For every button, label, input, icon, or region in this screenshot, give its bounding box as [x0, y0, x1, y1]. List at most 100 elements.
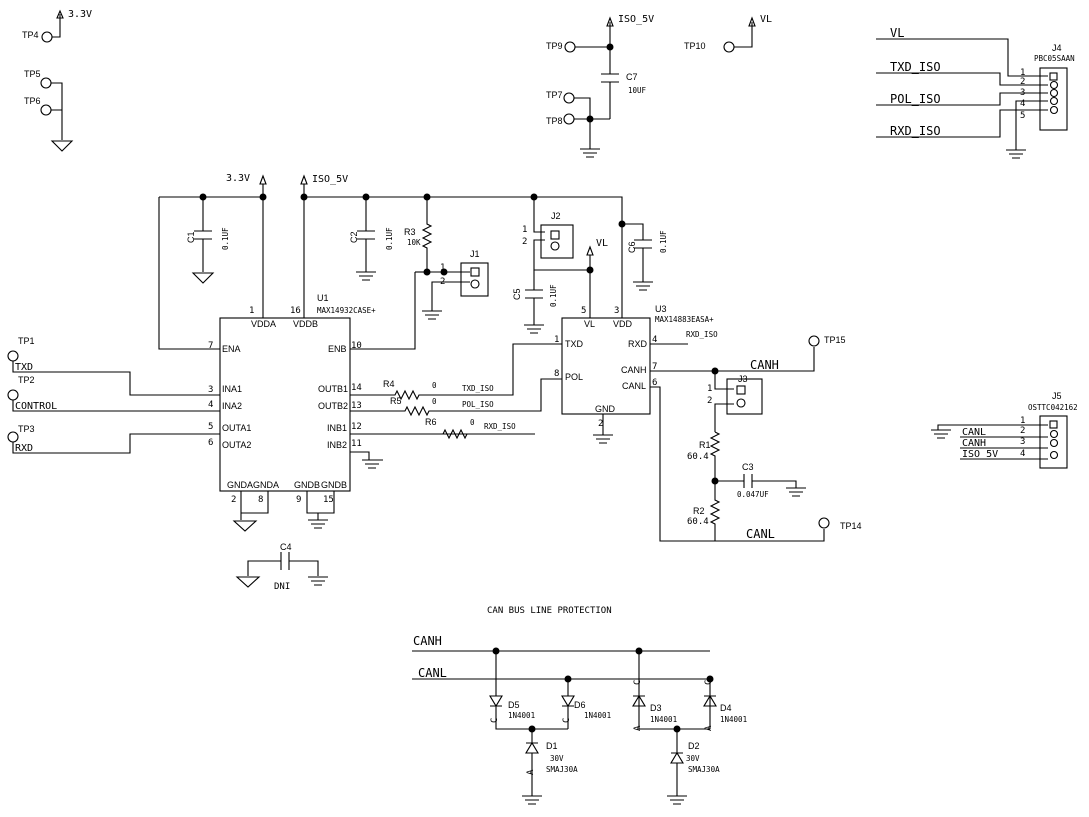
j1-pin2 [470, 279, 480, 289]
tp9-wire [575, 22, 611, 48]
j4-pin5-num: 5 [1020, 111, 1025, 121]
u1-pin-gnda2: GNDA [253, 480, 279, 490]
u1-pin-inb1: INB1 [327, 423, 347, 433]
tp6-testpoint[interactable] [40, 104, 52, 116]
c1-ref: C1 [186, 231, 196, 243]
j4-wire-txd [876, 72, 1048, 86]
u1-chip: U1 MAX14932CASE+ VDDA VDDB 1 16 ENA 7 EN… [208, 293, 535, 532]
j5-gnd-wire [931, 424, 1048, 439]
left-io-group: TP1 TXD TP2 CONTROL TP3 RXD [7, 336, 220, 454]
u3-body [561, 317, 651, 415]
u1-pin-ina1: INA1 [222, 384, 242, 394]
j1-pin1-num: 1 [440, 263, 445, 273]
j4-wire-vl [876, 38, 1048, 77]
d3-symbol [632, 651, 710, 730]
u3-supply-group: J2 1 2 VL C5 0.1UF C6 0.1UF [512, 197, 668, 334]
canh-net-label: CANH [750, 358, 779, 372]
junction-dot [586, 266, 594, 274]
j3-pin1 [736, 385, 746, 395]
tp5-testpoint[interactable] [40, 77, 52, 89]
u3-pin-canl: CANL [622, 381, 646, 391]
d1-anode: A [526, 769, 536, 775]
u3-gnd-wire [593, 414, 613, 444]
tp5-tp6-wire [51, 82, 63, 140]
r3-ref: R3 [404, 227, 416, 237]
u1-pin-ina2: INA2 [222, 401, 242, 411]
tp9-testpoint[interactable] [564, 41, 576, 53]
u3-pin-vl: VL [584, 319, 595, 329]
j4-pin1-num: 1 [1020, 68, 1025, 78]
u1-num-11: 11 [351, 439, 362, 449]
u1-body [219, 317, 351, 492]
tp2-testpoint[interactable] [7, 389, 19, 401]
j5-pin2 [1049, 429, 1059, 439]
u1-pin-gndb1: GNDB [294, 480, 320, 490]
r4-value: 0 [432, 381, 437, 390]
c6-value: 0.1UF [659, 230, 668, 253]
ground-symbol [356, 271, 376, 281]
tp2-label: TP2 [18, 375, 35, 385]
tp10-testpoint[interactable] [723, 41, 735, 53]
tp5-tp6-group: TP5 TP6 [24, 69, 74, 152]
j4-wire-pol [876, 92, 1048, 106]
j4-pin4-num: 4 [1020, 99, 1025, 109]
u3-num-8: 8 [554, 369, 559, 379]
d4-ref: D4 [720, 703, 732, 713]
tp15-testpoint[interactable] [808, 335, 820, 347]
d2-ref: D2 [688, 741, 700, 751]
j1-ref: J1 [470, 249, 480, 259]
tp4-group: TP4 3.3V [22, 9, 92, 43]
ground-symbol [1006, 149, 1026, 159]
j5-net-canh: CANH [962, 438, 986, 449]
ground-symbol [232, 520, 258, 532]
tp15-label: TP15 [824, 335, 846, 345]
u1-num-10: 10 [351, 341, 362, 351]
d1-ref: D1 [546, 741, 558, 751]
c7-value: 10UF [628, 86, 647, 95]
r6-ref: R6 [425, 417, 437, 427]
tp14-testpoint[interactable] [818, 517, 830, 529]
d3-cathode: C [633, 680, 643, 685]
junction-dot [300, 193, 308, 201]
vl-net-label: VL [760, 14, 772, 25]
c4-symbol [247, 552, 319, 576]
u3-num-4: 4 [652, 335, 657, 345]
u1-num-8: 8 [258, 495, 263, 505]
tp7-testpoint[interactable] [563, 92, 575, 104]
c2-ref: C2 [349, 231, 359, 243]
u1-num-6: 6 [208, 438, 213, 448]
u1-num-9: 9 [296, 495, 301, 505]
j3-pin2-num: 2 [707, 396, 712, 406]
j5-part: OSTTC042162 [1028, 403, 1078, 412]
tp10-label: TP10 [684, 41, 706, 51]
u1-num-14: 14 [351, 383, 362, 393]
d5-symbol [489, 651, 568, 730]
r5-ref: R5 [390, 396, 402, 406]
u1-num-13: 13 [351, 401, 362, 411]
j2-pin2-wire [533, 239, 590, 271]
j2-ref: J2 [551, 211, 561, 221]
r5-trace [350, 378, 562, 417]
rxd-wire [12, 433, 220, 454]
tp4-testpoint[interactable] [41, 31, 53, 43]
c1-symbol [194, 197, 212, 272]
ground-symbol [422, 310, 442, 320]
ground-symbol [235, 576, 261, 588]
junction-dot [586, 115, 594, 123]
tp8-testpoint[interactable] [563, 113, 575, 125]
d1-part: SMAJ30A [546, 765, 578, 774]
r2-ref: R2 [693, 506, 705, 516]
j2-pin2 [550, 241, 560, 251]
u3-pin-rxd: RXD [628, 339, 648, 349]
tp1-testpoint[interactable] [7, 350, 19, 362]
j4-pin2 [1049, 80, 1059, 90]
j4-connector: VL TXD_ISO POL_ISO RXD_ISO 1 2 3 4 5 J4 … [876, 26, 1075, 159]
c4-value: DNI [274, 582, 290, 592]
enb-wire [350, 272, 416, 350]
j5-pin2-num: 2 [1020, 426, 1025, 436]
tp3-testpoint[interactable] [7, 431, 19, 443]
r3-symbol [421, 197, 433, 272]
tp10-group: TP10 VL [684, 14, 772, 53]
j3-pin1-num: 1 [707, 384, 712, 394]
c6-ref: C6 [627, 241, 637, 253]
